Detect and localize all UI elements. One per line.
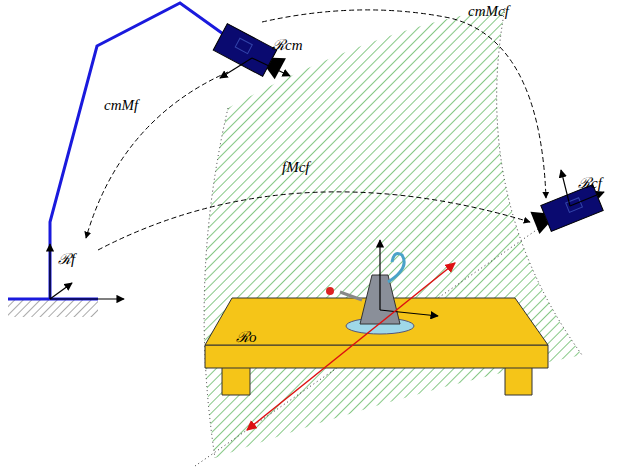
object — [326, 240, 438, 334]
arm-camera-frame — [220, 58, 290, 78]
frame-label: ℛcf — [578, 176, 602, 191]
transform-label: cmMcf — [468, 4, 509, 19]
frame-label: ℛcm — [272, 38, 303, 53]
view-surface — [204, 8, 582, 458]
object-frame-axis — [247, 263, 455, 430]
ground — [8, 299, 98, 317]
frame-label: ℛo — [236, 330, 257, 345]
robot-arm — [50, 3, 226, 299]
sight-line — [195, 222, 548, 466]
fixed-camera-frame — [561, 170, 604, 206]
frame-label: ℛf — [58, 252, 75, 267]
base-frame — [50, 244, 124, 299]
transform-arrows — [86, 10, 546, 250]
transform-label: fMcf — [282, 160, 310, 175]
surface-edge — [204, 108, 228, 458]
transform-label: cmMf — [104, 98, 138, 113]
